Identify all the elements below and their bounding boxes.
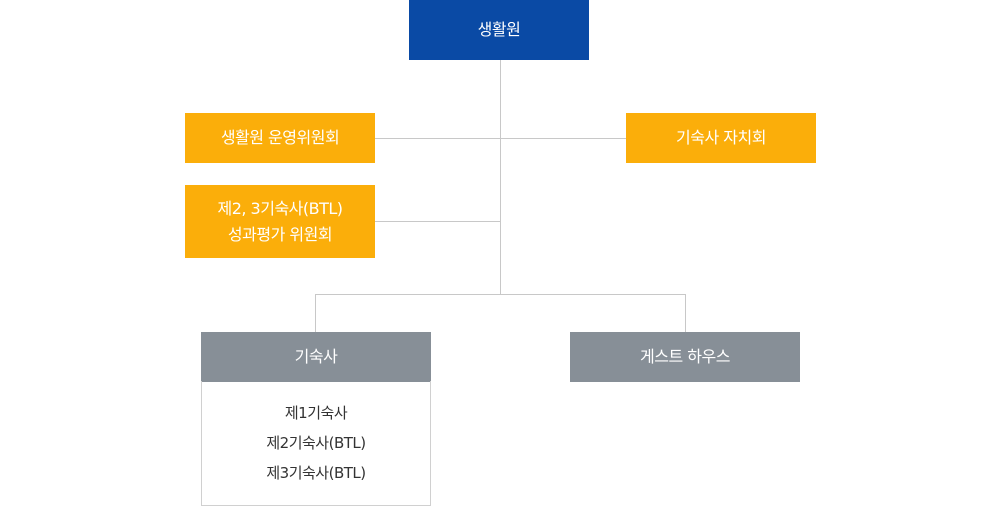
student-council-node-label: 기숙사 자치회 [676, 128, 766, 147]
committee-node: 생활원 운영위원회 [185, 113, 375, 163]
dormitory-list: 제1기숙사 제2기숙사(BTL) 제3기숙사(BTL) [201, 381, 431, 506]
dormitory-list-item: 제1기숙사 [284, 404, 348, 422]
evaluation-committee-label-line2: 성과평가 위원회 [227, 224, 333, 244]
dormitory-list-item: 제2기숙사(BTL) [266, 434, 366, 452]
root-node-label: 생활원 [477, 20, 521, 39]
dormitory-node-label: 기숙사 [294, 347, 338, 366]
evaluation-committee-label-line1: 제2, 3기숙사(BTL) [217, 198, 343, 218]
guest-house-node-label: 게스트 하우스 [640, 347, 730, 366]
guest-house-node: 게스트 하우스 [570, 332, 800, 382]
student-council-node: 기숙사 자치회 [626, 113, 816, 163]
dormitory-node: 기숙사 [201, 332, 431, 382]
dormitory-list-item: 제3기숙사(BTL) [266, 464, 366, 482]
committee-node-label: 생활원 운영위원회 [220, 128, 340, 147]
root-node: 생활원 [409, 0, 589, 60]
evaluation-committee-node: 제2, 3기숙사(BTL) 성과평가 위원회 [185, 185, 375, 258]
